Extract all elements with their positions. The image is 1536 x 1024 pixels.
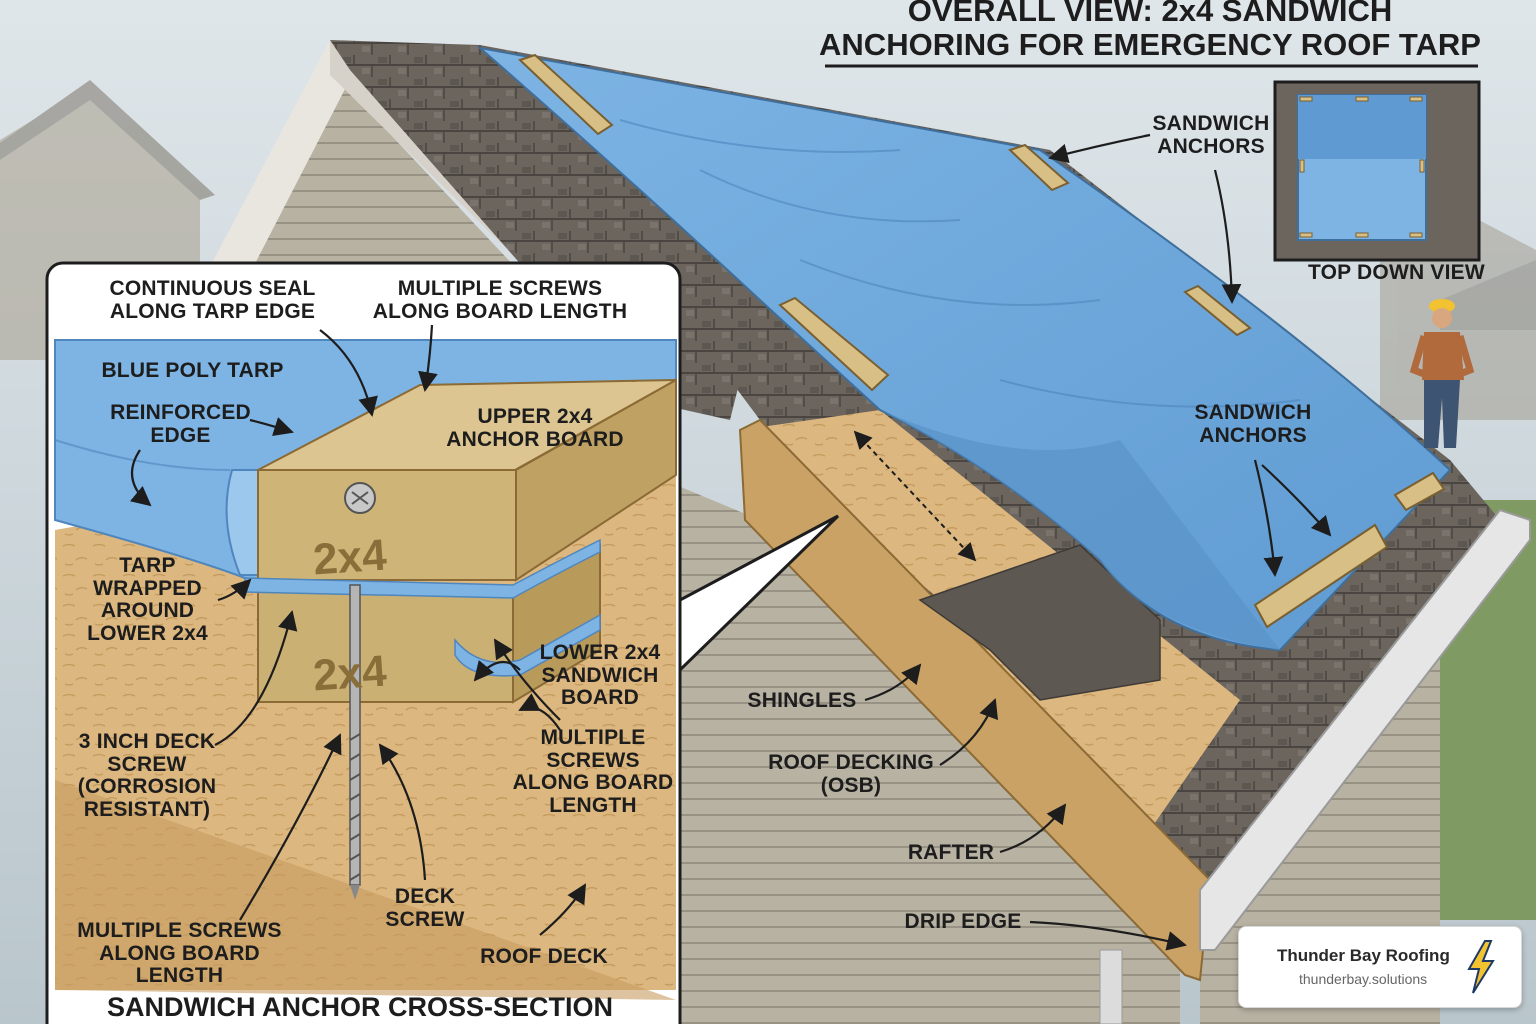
main-title-line-2: ANCHORING FOR EMERGENCY ROOF TARP — [819, 27, 1481, 62]
label-blue-poly-tarp: BLUE POLY TARP — [101, 359, 284, 382]
lower-board-stamp: 2x4 — [311, 646, 388, 700]
span-dimension-arrow — [853, 430, 977, 562]
gutter — [1199, 508, 1531, 951]
upper-board-stamp: 2x4 — [311, 530, 388, 584]
cross-section-inset — [45, 261, 682, 1024]
inset-leader-lines — [129, 324, 587, 936]
brand-url: thunderbay.solutions — [1299, 971, 1428, 987]
top-down-view-thumbnail — [1273, 80, 1481, 262]
tarp-fold — [880, 410, 1280, 650]
label-roof-deck: ROOF DECK — [480, 945, 608, 968]
label-shingles: SHINGLES — [747, 689, 857, 712]
overview-leader-lines — [864, 133, 1332, 951]
shingle-patch — [918, 544, 1161, 701]
label-roof-decking: ROOF DECKING(OSB) — [768, 751, 934, 797]
main-title-line-1: OVERALL VIEW: 2x4 SANDWICH — [907, 0, 1393, 28]
roofer-figure — [1409, 299, 1475, 448]
roof-anchor-boards — [518, 53, 1446, 629]
downspout — [1099, 949, 1123, 1024]
brand-name: Thunder Bay Roofing — [1277, 946, 1450, 965]
lightning-bolt-icon — [1467, 940, 1495, 994]
upper-board-end — [257, 469, 517, 581]
brand-badge[interactable]: Thunder Bay Roofing thunderbay.solutions — [1238, 926, 1522, 1008]
siding-wall-main — [640, 470, 1180, 1024]
label-top-down-view: TOP DOWN VIEW — [1308, 261, 1485, 284]
label-drip-edge: DRIP EDGE — [904, 910, 1022, 933]
background-house-right — [1380, 210, 1536, 420]
label-rafter: RAFTER — [907, 841, 995, 864]
inset-title: SANDWICH ANCHOR CROSS-SECTION — [107, 992, 613, 1022]
tarp-wrinkles — [619, 119, 1301, 408]
